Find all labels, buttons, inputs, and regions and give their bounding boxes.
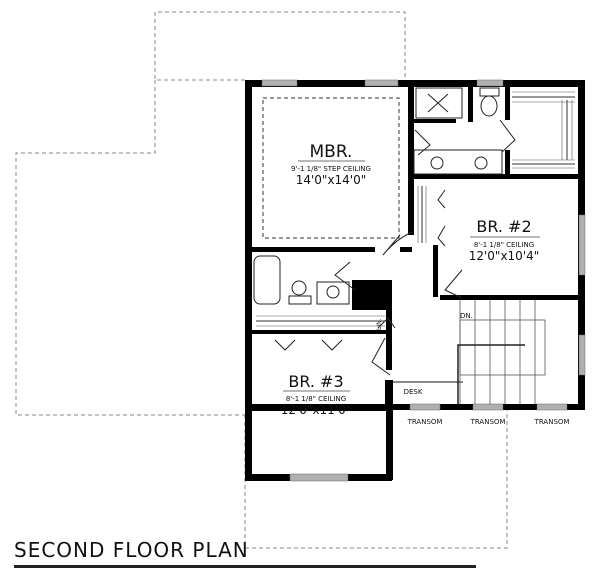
window-icon [578, 334, 586, 376]
br3-ceiling: 8'-1 1/8" CEILING [286, 395, 346, 403]
window-icon [472, 403, 504, 411]
sink-icon [316, 281, 350, 305]
window-icon [409, 403, 441, 411]
toilet-icon [288, 280, 312, 305]
br2-size: 12'0"x10'4" [469, 249, 540, 263]
plan-title: SECOND FLOOR PLAN [14, 538, 249, 562]
window-icon [289, 473, 349, 482]
mbr-size: 14'0"x14'0" [296, 173, 367, 187]
br3-size: 12'0"x11'0" [281, 403, 352, 417]
mbr-ceiling: 9'-1 1/8" STEP CEILING [291, 165, 371, 173]
first-floor-outline [15, 11, 508, 549]
stairs-down-label: DN. [460, 312, 473, 320]
window-icon [476, 79, 504, 87]
door-swing-icon [274, 119, 516, 376]
sink-icon [413, 149, 503, 175]
interior-walls [245, 80, 578, 383]
window-icon [364, 79, 399, 87]
transom-label-3: TRANSOM [534, 418, 570, 426]
mbr-name: MBR. [310, 142, 353, 162]
toilet-icon [479, 87, 500, 117]
closet-rod-icon [256, 96, 575, 322]
title-underline [14, 565, 476, 568]
br2-name: BR. #2 [476, 217, 531, 236]
bathtub-icon [253, 255, 281, 305]
br3-name: BR. #3 [288, 372, 343, 391]
mbr-step-ceiling-outline [262, 97, 400, 239]
window-icon [578, 214, 586, 276]
shower-icon [415, 87, 463, 119]
linen-label: LIN. [376, 318, 383, 330]
transom-label-1: TRANSOM [407, 418, 443, 426]
window-icon [536, 403, 568, 411]
transom-label-2: TRANSOM [470, 418, 506, 426]
desk-label: DESK [404, 388, 423, 396]
window-icon [261, 79, 298, 87]
closet-hatching [256, 91, 575, 327]
stair-icon [457, 300, 546, 404]
windows [261, 79, 586, 482]
br2-ceiling: 8'-1 1/8" CEILING [474, 241, 534, 249]
